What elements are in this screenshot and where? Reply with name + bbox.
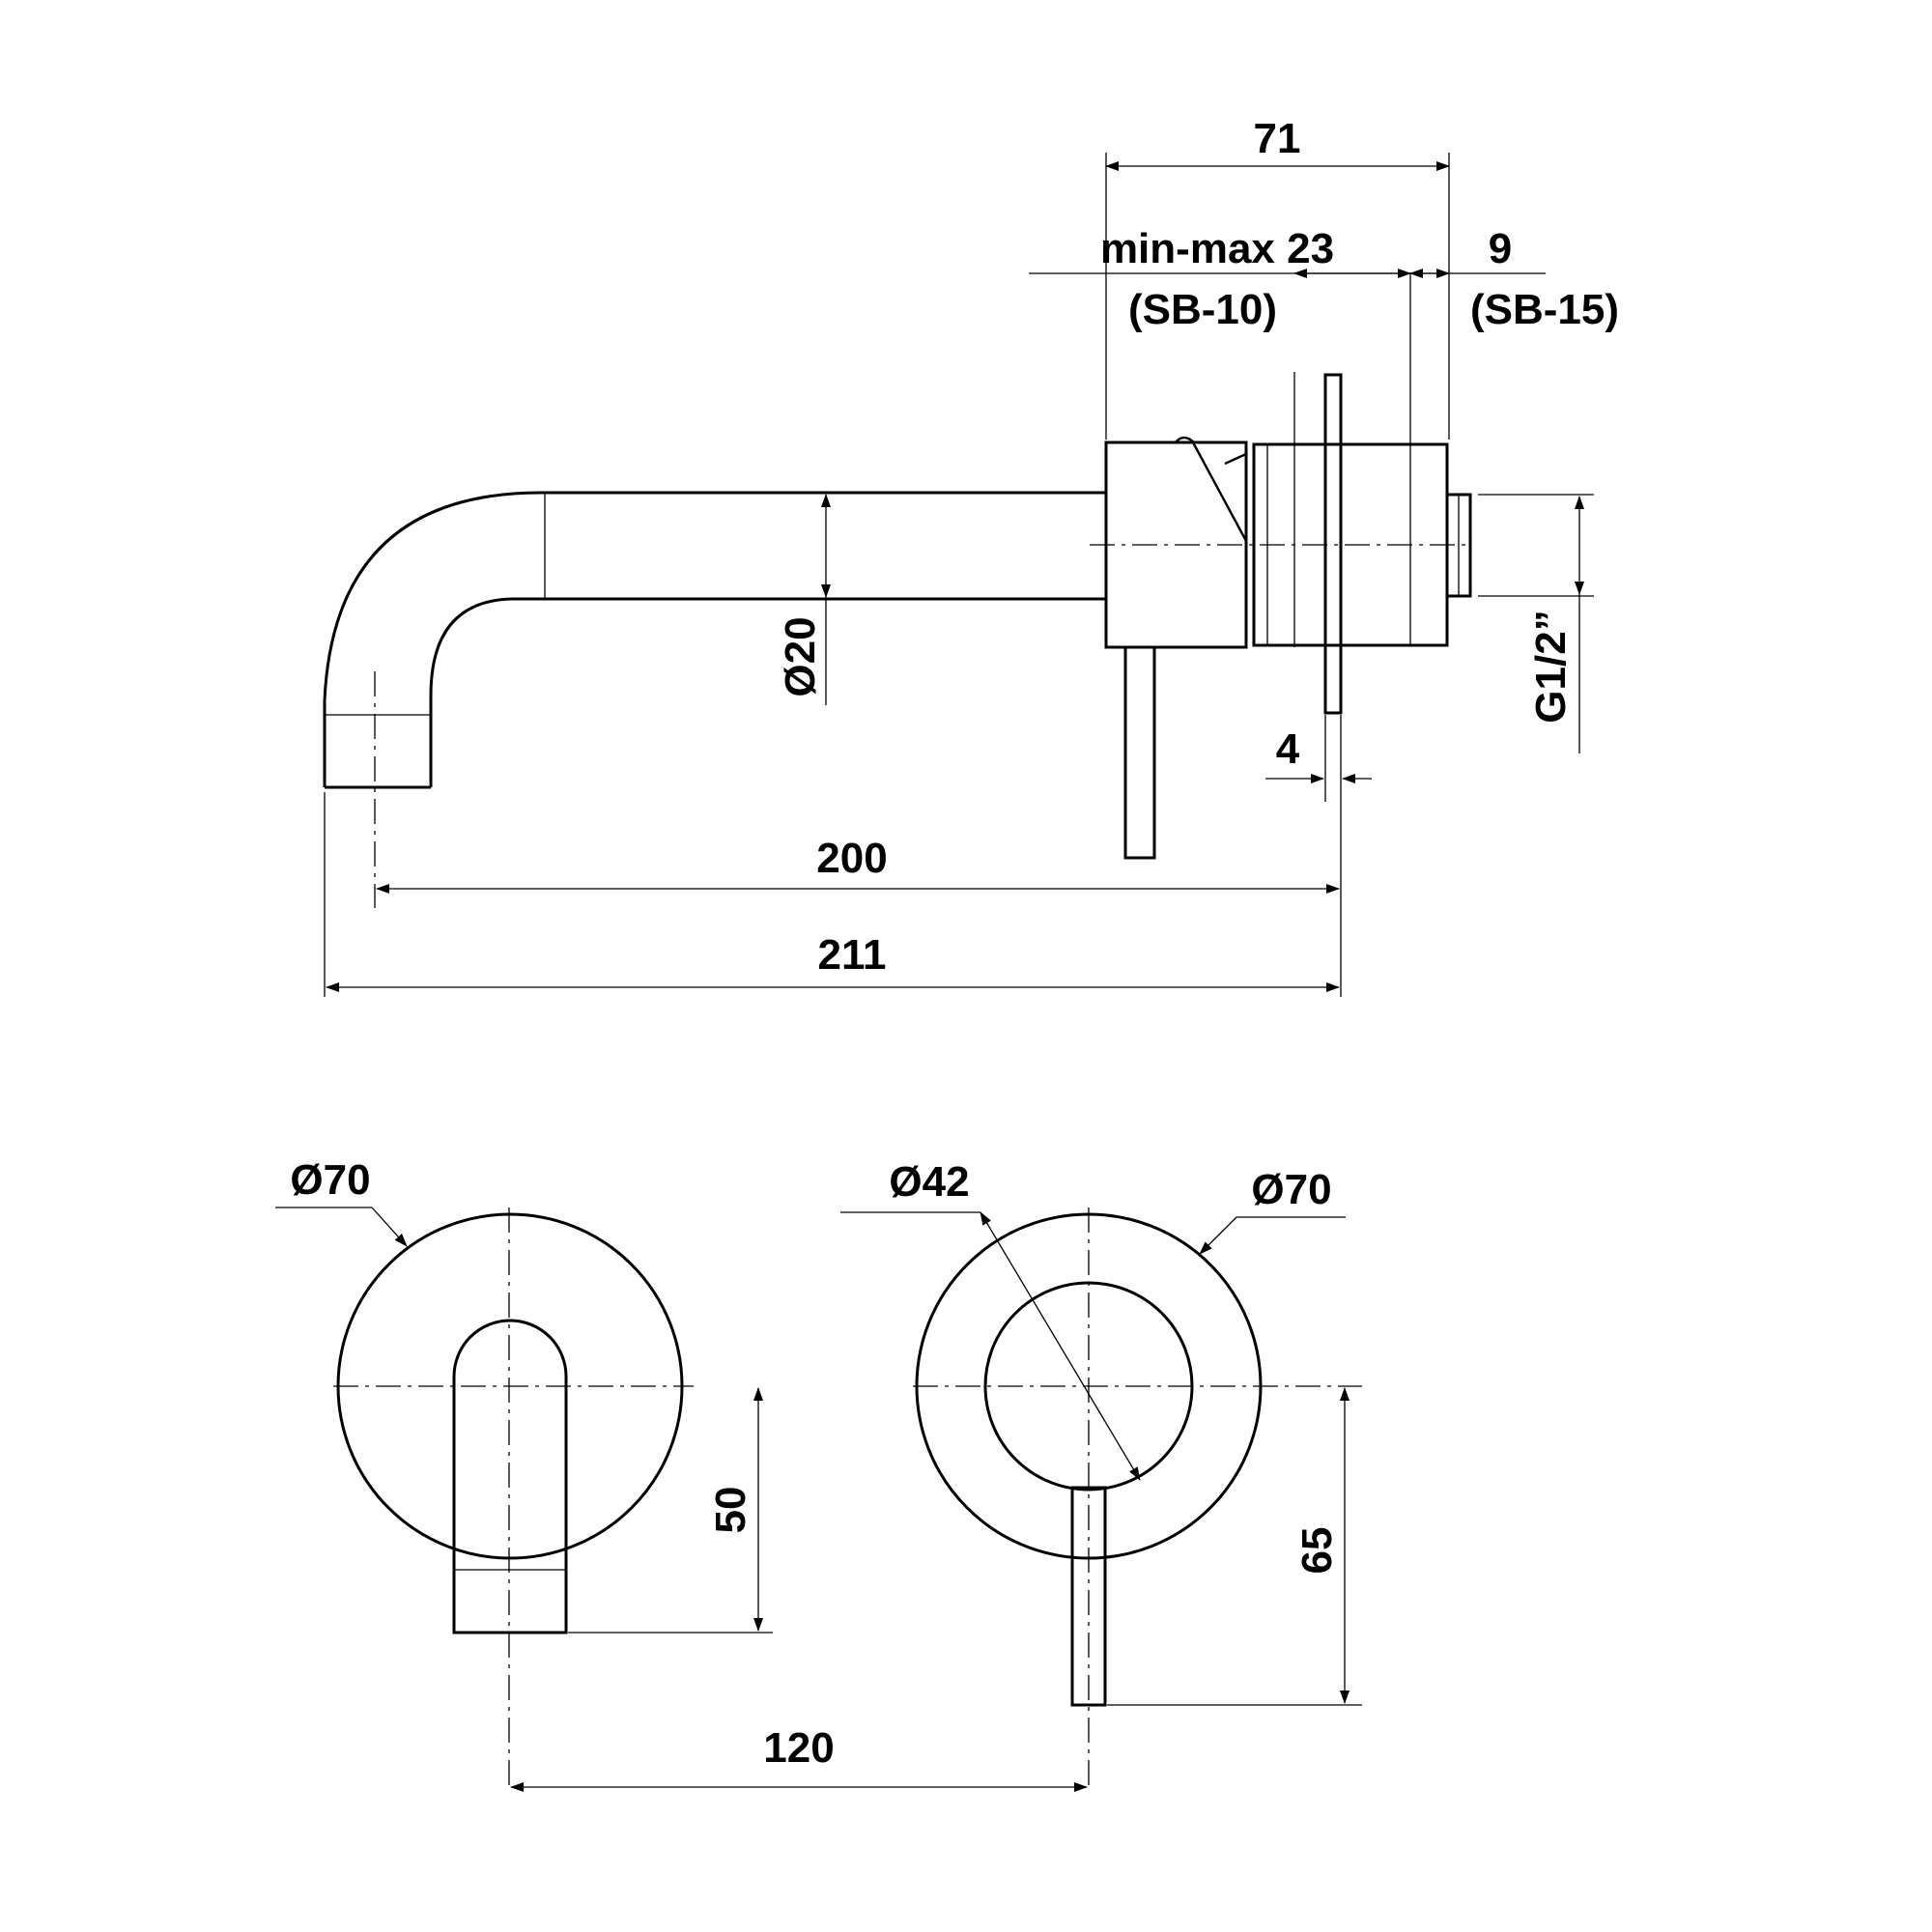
dim-spout-diameter-label: Ø20 (777, 616, 824, 696)
dim-handle-diameter-label: Ø42 (889, 1158, 969, 1206)
dimension-handle-diameter: Ø42 (840, 1158, 1141, 1481)
spout (323, 491, 1106, 908)
dimension-handle-drop: 65 (1107, 1387, 1362, 1706)
dimension-200: 200 (376, 835, 1340, 894)
dim-spout-drop-label: 50 (707, 1487, 754, 1534)
dim-sb10-label: (SB-10) (1128, 286, 1277, 333)
front-view-handle: Ø42 Ø70 65 (840, 1158, 1362, 1787)
dimension-spout-drop: 50 (568, 1387, 773, 1634)
dimension-min-max-23: min-max 23 (SB-10) 9 (SB-15) (1029, 225, 1619, 333)
mixer-body (1090, 436, 1468, 649)
dimension-spout-diameter: Ø20 (777, 494, 831, 705)
dim-9-label: 9 (1489, 225, 1512, 272)
lever-handle (1123, 645, 1156, 860)
dimension-71: 71 (1105, 115, 1450, 440)
dim-right-plate-diameter-label: Ø70 (1251, 1166, 1331, 1213)
dimension-center-distance: 120 (510, 1724, 1088, 1792)
dimension-left-plate-diameter: Ø70 (275, 1156, 408, 1247)
dim-min-max-label: min-max 23 (1100, 225, 1334, 272)
dim-sb15-label: (SB-15) (1470, 286, 1619, 333)
cartridge-housing (1252, 272, 1472, 715)
dim-thread-label: G1/2” (1527, 610, 1575, 723)
dim-center-distance-label: 120 (763, 1724, 834, 1772)
dim-plate-thickness-label: 4 (1276, 725, 1300, 773)
dimension-right-plate-diameter: Ø70 (1199, 1166, 1346, 1255)
front-view-spout: Ø70 50 (275, 1156, 773, 1787)
dim-211-label: 211 (818, 931, 887, 979)
dim-handle-drop-label: 65 (1293, 1527, 1341, 1575)
dim-71-label: 71 (1254, 115, 1301, 162)
side-view: 71 min-max 23 (SB-10) 9 (SB-15) Ø20 G1/2… (323, 115, 1619, 997)
dim-left-plate-diameter-label: Ø70 (290, 1156, 370, 1204)
dimension-211: 211 (324, 792, 1340, 997)
dimension-plate-thickness: 4 (1265, 715, 1372, 997)
dimension-thread: G1/2” (1478, 494, 1594, 753)
dim-200-label: 200 (816, 835, 887, 882)
